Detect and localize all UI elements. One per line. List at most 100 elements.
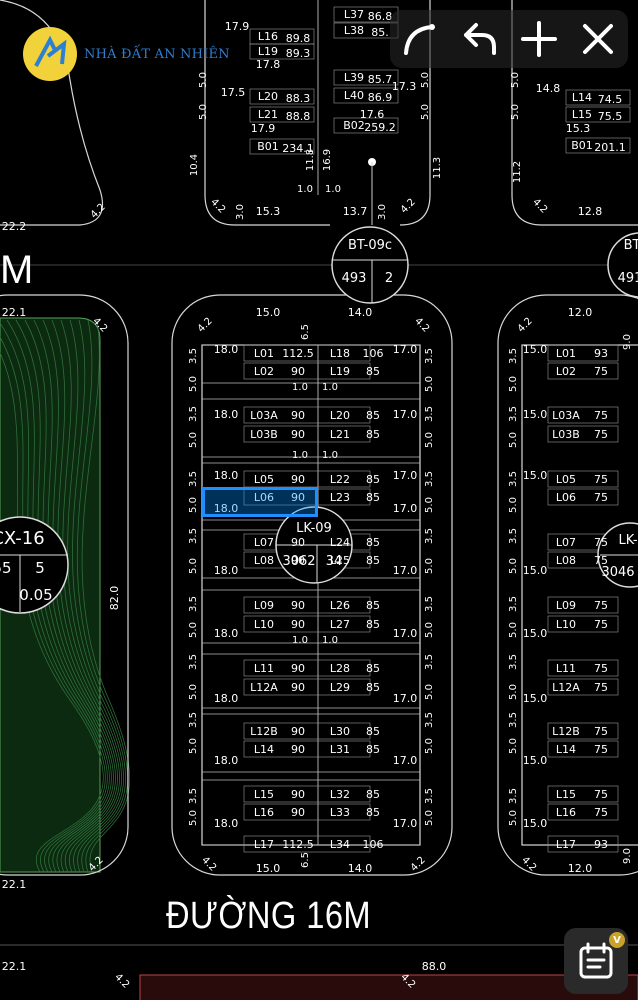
dimension-label: 1.0: [325, 184, 341, 195]
zoom-in-button[interactable]: [516, 16, 562, 62]
lot-id: L14: [254, 743, 274, 756]
lot-id: L03B: [552, 428, 580, 441]
calendar-fab-button[interactable]: V: [564, 928, 628, 994]
dimension-label: 15.3: [566, 122, 591, 135]
dimension-label: 17.0: [393, 502, 418, 515]
dimension-label: 5.0: [188, 558, 199, 574]
lot-area: 85: [366, 806, 380, 819]
dimension-label: 5.0: [510, 104, 521, 120]
dimension-label: 4.2: [412, 316, 431, 335]
dimension-label: 11.3: [432, 157, 443, 179]
dimension-label: 17.6: [360, 108, 385, 121]
block-name: LK-: [618, 533, 637, 548]
dimension-label: 11.8: [305, 149, 316, 171]
logo-icon: [23, 27, 77, 81]
lot-area: 75: [594, 473, 608, 486]
close-button[interactable]: [575, 16, 621, 62]
dimension-label: 22.1: [2, 306, 27, 319]
dimension-label: 5.0: [424, 497, 435, 513]
dimension-label: 3.5: [424, 348, 435, 364]
dimension-label: 3.0: [377, 204, 388, 220]
dimension-label: 18.0: [214, 817, 239, 830]
dimension-label: 11.2: [512, 161, 523, 183]
lot-id: L05: [556, 473, 576, 486]
plus-icon: [520, 21, 557, 57]
park-contour: [0, 336, 106, 873]
dimension-label: 5.0: [508, 622, 519, 638]
dimension-label: 15.3: [256, 205, 281, 218]
lot-area: 75: [594, 618, 608, 631]
lot-cell: [243, 406, 371, 424]
lot-id: L07: [254, 536, 274, 549]
lot-cell: [547, 740, 619, 758]
lot-id: L22: [330, 473, 350, 486]
block-value: 0.05: [19, 586, 52, 604]
block-bt09c-circle: [331, 226, 409, 304]
dimension-label: 3.5: [508, 471, 519, 487]
dimension-label: 5.0: [188, 810, 199, 826]
lot-area: 90: [291, 491, 305, 504]
lot-cell: [547, 470, 619, 488]
dimension-label: 15.0: [523, 817, 548, 830]
lot-id: L23: [330, 491, 350, 504]
lot-area: 85: [366, 428, 380, 441]
lot-cell: [243, 362, 371, 380]
lot-id: B01: [257, 140, 279, 153]
lot-area: 75: [594, 491, 608, 504]
dimension-label: 17.3: [392, 80, 417, 93]
dimension-label: 4.2: [516, 316, 535, 335]
lot-area: 74.5: [598, 93, 623, 106]
dimension-label: 6.5: [300, 852, 311, 868]
lot-cell: [243, 615, 371, 633]
park-contour: [67, 319, 124, 873]
lot-area: 90: [291, 409, 305, 422]
dimension-label: 18.0: [214, 502, 239, 515]
lot-cell: [565, 106, 631, 123]
lot-area: 85: [366, 536, 380, 549]
lot-cell: [547, 596, 619, 614]
dimension-label: 15.0: [523, 343, 548, 356]
lot-cell: [547, 362, 619, 380]
redo-arc-button[interactable]: [397, 16, 443, 62]
dimension-label: 3.5: [188, 788, 199, 804]
lot-id: L11: [556, 662, 576, 675]
lot-id: L01: [556, 347, 576, 360]
undo-button[interactable]: [456, 16, 502, 62]
lot-area: 75: [594, 806, 608, 819]
lot-area: 85: [366, 599, 380, 612]
dimension-label: 15.0: [256, 306, 281, 319]
lot-cell: [243, 740, 371, 758]
block-area: 493: [342, 271, 367, 286]
dimension-label: 5.0: [424, 432, 435, 448]
lot-id: L08: [254, 554, 274, 567]
dimension-label: 15.0: [523, 469, 548, 482]
lot-cell: [243, 678, 371, 696]
dimension-label: 5.0: [510, 72, 521, 88]
lot-id: L19: [258, 45, 278, 58]
calendar-icon: [579, 942, 613, 979]
dimension-label: 17.5: [221, 86, 246, 99]
lot-cell: [243, 596, 371, 614]
selected-lot-highlight[interactable]: [202, 487, 318, 517]
lot-id: L03A: [552, 409, 580, 422]
dimension-label: 5.0: [188, 738, 199, 754]
dimension-label: 5.0: [508, 497, 519, 513]
block-area: 491: [618, 271, 638, 286]
lot-id: L20: [330, 409, 350, 422]
lot-area: 90: [291, 725, 305, 738]
lot-area: 75: [594, 554, 608, 567]
dimension-label: 17.9: [251, 122, 276, 135]
lot-cell: [565, 137, 631, 154]
dimension-label: 4.2: [208, 197, 227, 216]
lot-area: 75.5: [598, 110, 623, 123]
lot-area: 85: [366, 681, 380, 694]
dimension-label: 9.0: [622, 848, 633, 864]
dimension-label: 15.0: [523, 627, 548, 640]
block-bt-right-circle: [607, 232, 638, 298]
drawing-toolbar: [390, 10, 628, 68]
dimension-label: 5.0: [508, 738, 519, 754]
lot-id: L08: [556, 554, 576, 567]
lot-id: L32: [330, 788, 350, 801]
